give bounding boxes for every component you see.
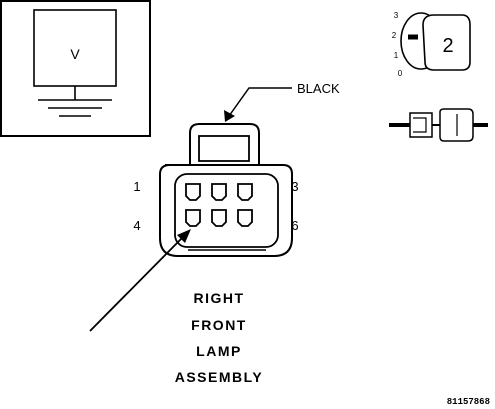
pin-label-4: 4 <box>133 218 140 233</box>
wire-callout: BLACK <box>224 81 340 122</box>
pin-label-3: 3 <box>291 179 298 194</box>
pin-label-6: 6 <box>291 218 298 233</box>
component-title: RIGHT FRONT LAMP ASSEMBLY <box>175 290 264 385</box>
title-line-1: RIGHT <box>193 290 244 306</box>
title-line-4: ASSEMBLY <box>175 369 264 385</box>
probe-arrow <box>89 229 191 332</box>
switch-position-3: 3 <box>394 11 399 20</box>
voltmeter-box <box>33 9 117 87</box>
ground-symbol-icon <box>38 99 112 117</box>
figure-id: 81157868 <box>447 397 490 407</box>
pin-cavity-4 <box>185 209 201 227</box>
pin-cavity-3 <box>237 183 253 201</box>
probe-arrowhead <box>177 229 191 243</box>
pin-cavity-6 <box>237 209 253 227</box>
switch-position-1: 1 <box>394 51 399 60</box>
connector-pair-icon <box>389 108 488 142</box>
ignition-switch-icon: 3 2 1 0 2 <box>392 11 471 78</box>
voltmeter-inset: V <box>0 0 151 137</box>
title-line-2: FRONT <box>191 317 247 333</box>
switch-position-0: 0 <box>398 69 403 78</box>
pin-cavity-1 <box>185 183 201 201</box>
pin-cavity-5 <box>211 209 227 227</box>
switch-position-2: 2 <box>392 31 397 40</box>
connector-tab-window <box>198 135 250 162</box>
wire-arrowhead <box>224 110 235 122</box>
switch-setting: 2 <box>442 35 453 57</box>
lamp-connector <box>159 123 293 257</box>
switch-key-head <box>422 14 471 71</box>
probe-leader-line <box>89 237 183 332</box>
pin-cavity-2 <box>211 183 227 201</box>
wire-color-label: BLACK <box>297 81 340 96</box>
voltmeter-label: V <box>70 46 80 62</box>
pin-label-1: 1 <box>133 179 140 194</box>
title-line-3: LAMP <box>196 343 242 359</box>
wire-leader-line <box>228 87 292 117</box>
